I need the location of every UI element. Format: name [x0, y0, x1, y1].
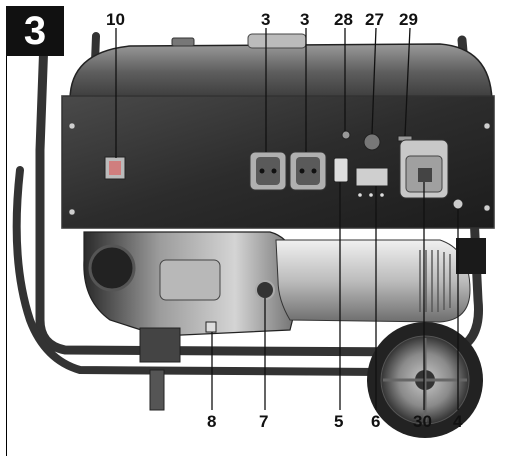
recoil-starter: [88, 244, 136, 292]
foot-left: [139, 327, 181, 363]
callout-29: 29: [399, 10, 418, 29]
callout-30: 30: [413, 412, 432, 431]
callout-28: 28: [334, 10, 353, 29]
panel-screws: [68, 122, 491, 216]
output-6: [355, 167, 389, 187]
drain-8: [205, 321, 217, 333]
callout-3b: 3: [300, 10, 310, 29]
breaker-5: [333, 157, 349, 183]
choke-7: [255, 280, 275, 300]
indicator-27: [363, 133, 381, 151]
callout-4: 4: [453, 412, 463, 431]
ground-terminal-4: [452, 198, 464, 210]
foot-right: [149, 369, 165, 411]
fuel-cap: [247, 33, 307, 49]
fuel-tank: [69, 43, 493, 101]
sockets-3: [249, 151, 327, 191]
callout-10: 10: [106, 10, 125, 29]
figure-frame: [6, 6, 498, 456]
callout-6: 6: [371, 412, 381, 431]
callout-8: 8: [207, 412, 217, 431]
callout-5: 5: [334, 412, 344, 431]
left-border-line: [6, 6, 7, 456]
alternator: [275, 239, 471, 323]
tank-handle: [171, 37, 195, 47]
figure-number-badge: 3: [6, 6, 64, 56]
callout-27: 27: [365, 10, 384, 29]
wheel: [367, 322, 483, 438]
alternator-fins: [419, 250, 451, 312]
leader-lines: [115, 27, 459, 410]
callout-3a: 3: [261, 10, 271, 29]
callout-7: 7: [259, 412, 269, 431]
indicator-28: [341, 130, 351, 140]
